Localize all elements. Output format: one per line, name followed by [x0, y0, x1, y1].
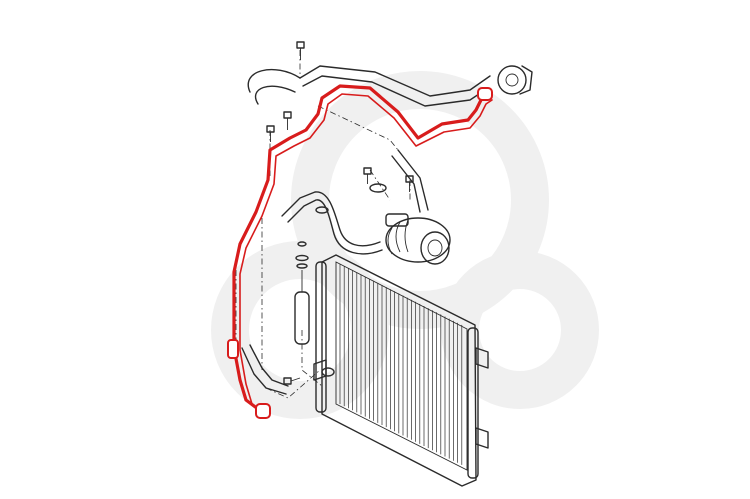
- bolt-mid: [283, 111, 292, 130]
- expansion-valve-flange: [519, 65, 533, 95]
- hose-top-left-loop: [247, 68, 301, 93]
- bolt-condenser: [283, 377, 301, 385]
- hose-top-suction: [299, 65, 491, 97]
- bolt-compressor-right: [405, 175, 414, 192]
- high-pressure-fitting-valve: [477, 87, 493, 101]
- high-pressure-fitting-condenser: [255, 403, 271, 419]
- hose-condenser-inlet-inner: [241, 347, 287, 395]
- drier-ring: [297, 241, 307, 247]
- drier-cap-2: [296, 263, 308, 269]
- hose-compressor-upper-inner: [391, 155, 421, 213]
- condenser-bracket-upper: [475, 347, 489, 369]
- compressor-clutch: [420, 231, 450, 265]
- high-pressure-clamp: [227, 339, 239, 359]
- receiver-drier: [294, 241, 310, 345]
- hose-top-left-loop-inner: [255, 85, 296, 105]
- o-ring-compressor: [369, 183, 387, 193]
- condenser-tank-left: [315, 261, 327, 413]
- o-ring-drier-hose: [315, 206, 329, 214]
- hose-top-suction-inner: [302, 75, 489, 107]
- bolt-compressor: [363, 167, 372, 184]
- condenser-fins: [339, 264, 463, 465]
- compressor-manifold: [385, 213, 409, 227]
- hose-compressor-drier-inner: [287, 199, 383, 255]
- hose-compressor-drier: [281, 191, 381, 247]
- hose-condenser-inlet: [249, 344, 289, 387]
- condenser: [313, 254, 489, 487]
- fasteners: [266, 41, 414, 385]
- drier-cap-1: [295, 254, 309, 262]
- bolt-left: [266, 125, 275, 142]
- hose-compressor-upper: [397, 149, 429, 211]
- o-ring-condenser: [321, 367, 335, 377]
- expansion-valve: [497, 65, 527, 95]
- compressor: [385, 213, 451, 265]
- bolt-top: [296, 41, 305, 60]
- hoses-other: [241, 65, 533, 395]
- high-pressure-line-inner: [239, 93, 493, 417]
- condenser-tank-right: [467, 327, 479, 479]
- gear-watermark-icon: [211, 71, 599, 419]
- condenser-bracket-lower: [475, 427, 489, 449]
- highlighted-hose: [227, 84, 493, 419]
- high-pressure-line-outer: [232, 84, 492, 414]
